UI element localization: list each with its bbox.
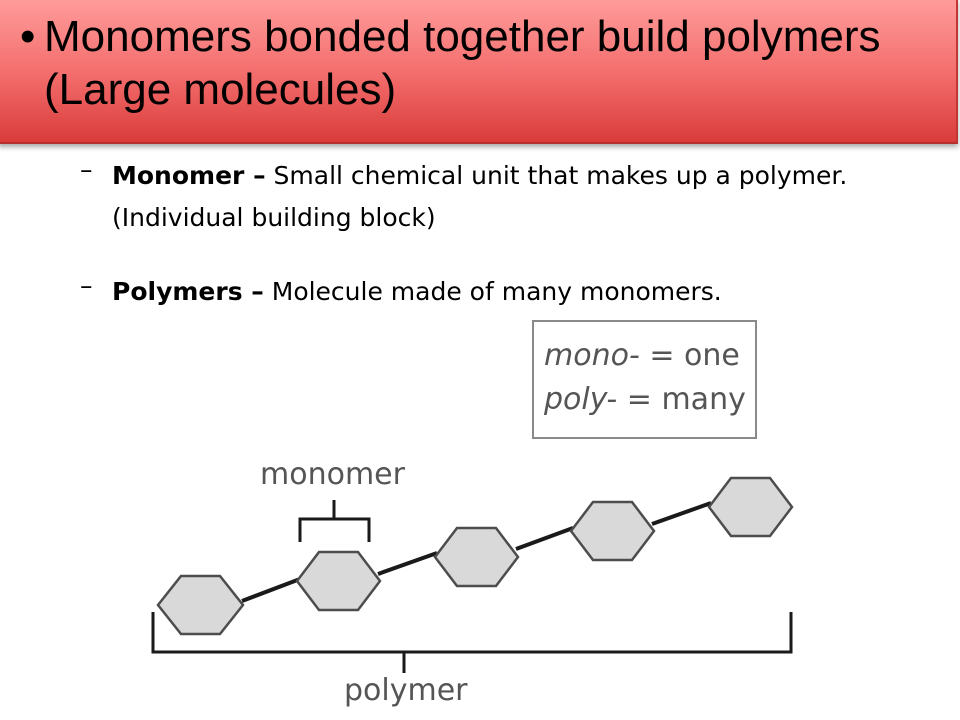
legend-poly-suffix: = many — [617, 382, 746, 417]
title-bullet: • — [20, 12, 36, 61]
monomer-definition-text: Monomer – Small chemical unit that makes… — [112, 155, 872, 239]
title-box: • Monomers bonded together build polymer… — [0, 0, 958, 144]
slide-title: Monomers bonded together build polymers … — [44, 12, 881, 114]
legend-poly-line: poly- = many — [543, 382, 746, 417]
dash: – — [80, 155, 93, 184]
legend-mono-suffix: = one — [640, 338, 740, 373]
dash: – — [80, 271, 93, 300]
polymer-label: polymer — [344, 673, 468, 708]
chain-link — [515, 526, 574, 551]
legend-poly-prefix: poly- — [543, 382, 617, 417]
legend-mono-prefix: mono- — [544, 338, 640, 373]
monomer-hexagon — [156, 574, 245, 636]
legend-mono-line: mono- = one — [544, 338, 740, 373]
monomer-bracket — [298, 500, 371, 542]
polymer-description: Molecule made of many monomers. — [263, 277, 722, 306]
monomer-hexagon — [569, 500, 656, 562]
monomer-hexagon — [433, 526, 520, 588]
chain-link — [377, 551, 438, 576]
polymer-definition-text: Polymers – Molecule made of many monomer… — [112, 271, 872, 313]
monomer-hexagon — [295, 550, 382, 612]
monomer-hexagon — [707, 476, 794, 538]
monomer-term: Monomer – — [112, 161, 266, 190]
monomer-label: monomer — [260, 457, 406, 492]
polymer-bracket — [151, 612, 793, 673]
chain-link — [651, 501, 712, 526]
monomer-description: Small chemical unit that makes up a poly… — [112, 161, 848, 232]
chain-link — [241, 577, 301, 603]
polymer-diagram: mono- = one poly- = many monomer polymer — [151, 320, 794, 708]
legend-box — [532, 320, 757, 439]
polymer-term: Polymers – — [112, 277, 264, 306]
